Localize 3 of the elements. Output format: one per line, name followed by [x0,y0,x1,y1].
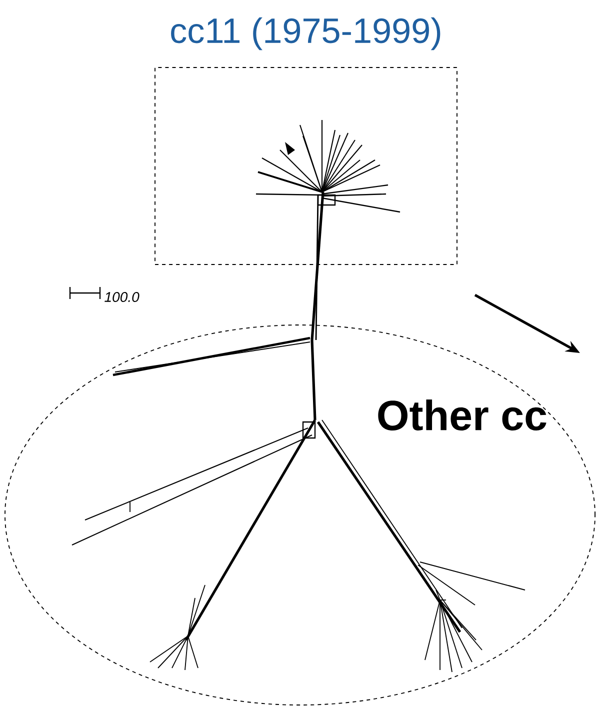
dashed-frame: cc11 (1975-1999) [154,17,458,265]
scale-label: 100.0 [104,292,140,302]
node-label: cc11 (1975-1999) [171,17,440,50]
